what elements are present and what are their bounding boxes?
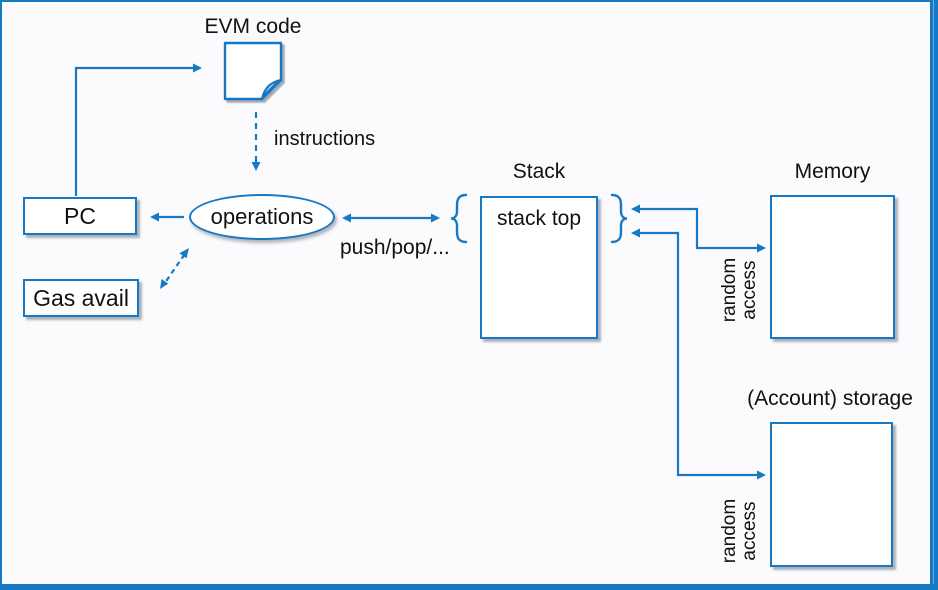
arrow-operations-to-pc bbox=[150, 212, 184, 222]
storage-title: (Account) storage bbox=[747, 387, 913, 410]
stack-box: stack top bbox=[480, 196, 598, 339]
operations-label: operations bbox=[210, 204, 314, 229]
storage-box bbox=[770, 422, 893, 567]
storage-access-line2: access bbox=[739, 501, 760, 561]
pc-box: PC bbox=[23, 197, 137, 235]
memory-box bbox=[770, 195, 895, 339]
frame-border-left bbox=[0, 0, 2, 590]
evm-code-title: EVM code bbox=[204, 15, 302, 38]
frame-border-right bbox=[930, 0, 938, 590]
stack-right-brace bbox=[610, 193, 628, 244]
stack-title: Stack bbox=[512, 160, 566, 183]
memory-access-line1: random bbox=[719, 257, 740, 323]
arrow-operations-gas-dashed bbox=[160, 248, 189, 289]
storage-random-access-label: random access bbox=[719, 493, 762, 569]
arrow-pc-to-evm-code bbox=[74, 63, 202, 196]
arrow-instructions-dashed bbox=[251, 112, 261, 171]
operations-ellipse: operations bbox=[189, 194, 335, 240]
frame-border-bottom bbox=[0, 584, 938, 590]
instructions-edge-label: instructions bbox=[274, 128, 376, 150]
evm-code-document-icon bbox=[223, 41, 283, 101]
memory-random-access-label: random access bbox=[719, 252, 762, 328]
push-pop-edge-label: push/pop/... bbox=[340, 236, 450, 259]
stack-top-label: stack top bbox=[496, 207, 582, 230]
frame-border-right-seam bbox=[933, 0, 934, 584]
frame-border-top bbox=[0, 0, 938, 2]
storage-access-line1: random bbox=[719, 498, 740, 564]
memory-title: Memory bbox=[794, 160, 871, 183]
arrow-push-pop bbox=[342, 213, 440, 223]
gas-avail-label: Gas avail bbox=[33, 284, 129, 311]
memory-access-line2: access bbox=[739, 260, 760, 320]
stack-left-brace bbox=[450, 193, 468, 244]
gas-avail-box: Gas avail bbox=[23, 279, 139, 317]
pc-label: PC bbox=[64, 202, 96, 229]
arrow-stack-memory bbox=[631, 204, 766, 253]
